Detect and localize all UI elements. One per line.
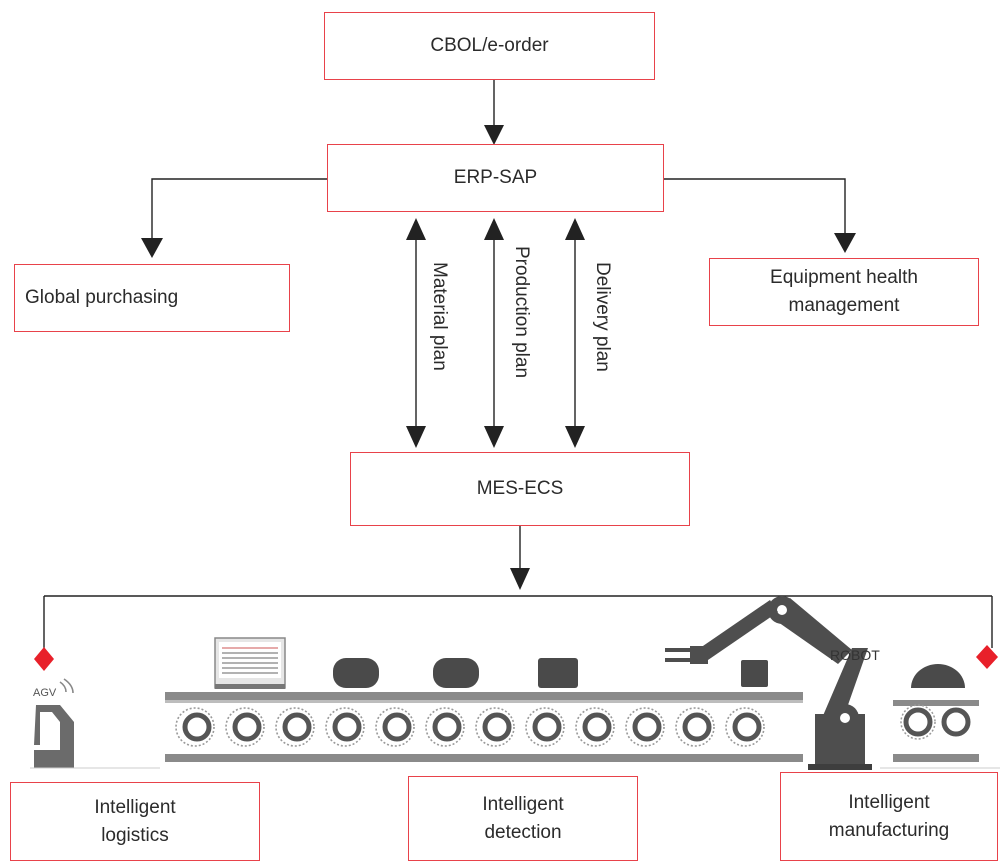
node-global-purchasing: Global purchasing [14, 264, 290, 332]
roller-inner [332, 712, 362, 742]
roller-inner [532, 712, 562, 742]
roller-outer [425, 707, 465, 747]
conveyor-rollers [175, 707, 765, 747]
arrow-erp-to-global-purchasing [151, 178, 327, 242]
arrowhead-production-plan-up [484, 218, 504, 240]
roller-outer [525, 707, 565, 747]
robot-label: ROBOT [830, 647, 880, 663]
roller-outer [375, 707, 415, 747]
node-global-purchasing-label: Global purchasing [25, 287, 179, 309]
node-detection-line1: Intelligent [482, 793, 564, 815]
roller-inner [232, 712, 262, 742]
robot-arm-illustration: ROBOT [665, 596, 880, 770]
marker-diamond-left [34, 647, 54, 671]
arrowhead-mes-to-bus [510, 568, 530, 590]
roller-outer [675, 707, 715, 747]
roller-outer [225, 707, 265, 747]
roller-inner [682, 712, 712, 742]
arrowhead-material-plan-down [406, 426, 426, 448]
roller-outer [575, 707, 615, 747]
label-production-plan: Production plan [511, 246, 532, 379]
node-detection-line2: detection [484, 821, 562, 843]
roller-outer [625, 707, 665, 747]
roller-inner [482, 712, 512, 742]
roller-inner [432, 712, 462, 742]
monitor-illustration [214, 637, 286, 689]
roller-outer [275, 707, 315, 747]
roller-outer [725, 707, 765, 747]
arrow-erp-to-equipment-health [664, 178, 846, 236]
agv-label: AGV [33, 687, 57, 699]
node-cbol: CBOL/e-order [324, 12, 655, 80]
agv-illustration: AGV [33, 678, 74, 768]
node-logistics-line1: Intelligent [94, 796, 176, 818]
arrowhead-production-plan-down [484, 426, 504, 448]
node-manufacturing-line2: manufacturing [828, 819, 950, 841]
roller-inner [582, 712, 612, 742]
marker-diamond-right [976, 645, 998, 669]
node-mes-ecs-label: MES-ECS [476, 478, 564, 500]
conveyor-edge [165, 700, 803, 703]
roller-inner [382, 712, 412, 742]
node-mes-ecs: MES-ECS [350, 452, 690, 526]
node-equipment-health: Equipment health management [709, 258, 979, 326]
roller-inner [732, 712, 762, 742]
node-erp-sap-label: ERP-SAP [453, 167, 538, 189]
dome-machine-illustration [880, 664, 1000, 769]
arrowhead-global-purchasing [141, 238, 163, 258]
arrowhead-delivery-plan-up [565, 218, 585, 240]
node-logistics-line2: logistics [101, 824, 169, 846]
node-equipment-health-line1: Equipment health [770, 267, 918, 289]
label-material-plan: Material plan [429, 262, 450, 371]
roller-inner [632, 712, 662, 742]
node-intelligent-manufacturing: Intelligent manufacturing [780, 772, 998, 861]
roller-outer [325, 707, 365, 747]
node-intelligent-detection: Intelligent detection [408, 776, 638, 861]
conveyor-top [165, 692, 803, 702]
label-delivery-plan: Delivery plan [592, 262, 613, 372]
roller-outer [475, 707, 515, 747]
node-manufacturing-line1: Intelligent [848, 791, 930, 813]
arrowhead-cbol-to-erp [484, 125, 504, 145]
product-rounded-1 [333, 658, 379, 688]
production-line-illustration: AGV [30, 596, 1000, 770]
roller-inner [282, 712, 312, 742]
product-rounded-2 [433, 658, 479, 688]
node-cbol-label: CBOL/e-order [430, 35, 549, 57]
node-erp-sap: ERP-SAP [327, 144, 664, 212]
conveyor-bottom [165, 754, 803, 762]
roller-inner [182, 712, 212, 742]
roller-outer [175, 707, 215, 747]
node-equipment-health-line2: management [788, 295, 900, 316]
arrowhead-delivery-plan-down [565, 426, 585, 448]
arrowhead-material-plan-up [406, 218, 426, 240]
node-intelligent-logistics: Intelligent logistics [10, 782, 260, 861]
product-box-1 [538, 658, 578, 688]
product-box-2 [741, 660, 768, 687]
arrowhead-equipment-health [834, 233, 856, 253]
